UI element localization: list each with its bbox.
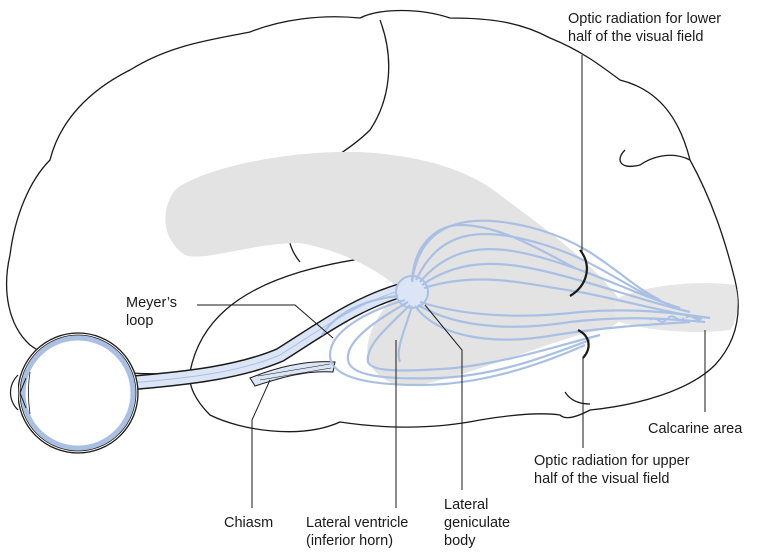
label-chiasm: Chiasm (224, 514, 273, 532)
label-lateral-ventricle: Lateral ventricle (inferior horn) (306, 514, 408, 550)
eyeball (11, 333, 139, 453)
label-lateral-geniculate-body: Lateral geniculate body (444, 496, 510, 550)
label-optic-radiation-upper: Optic radiation for upper half of the vi… (534, 452, 690, 488)
label-optic-radiation-lower: Optic radiation for lower half of the vi… (568, 10, 721, 46)
label-calcarine-area: Calcarine area (648, 420, 742, 438)
label-meyers-loop: Meyer’s loop (126, 294, 177, 330)
